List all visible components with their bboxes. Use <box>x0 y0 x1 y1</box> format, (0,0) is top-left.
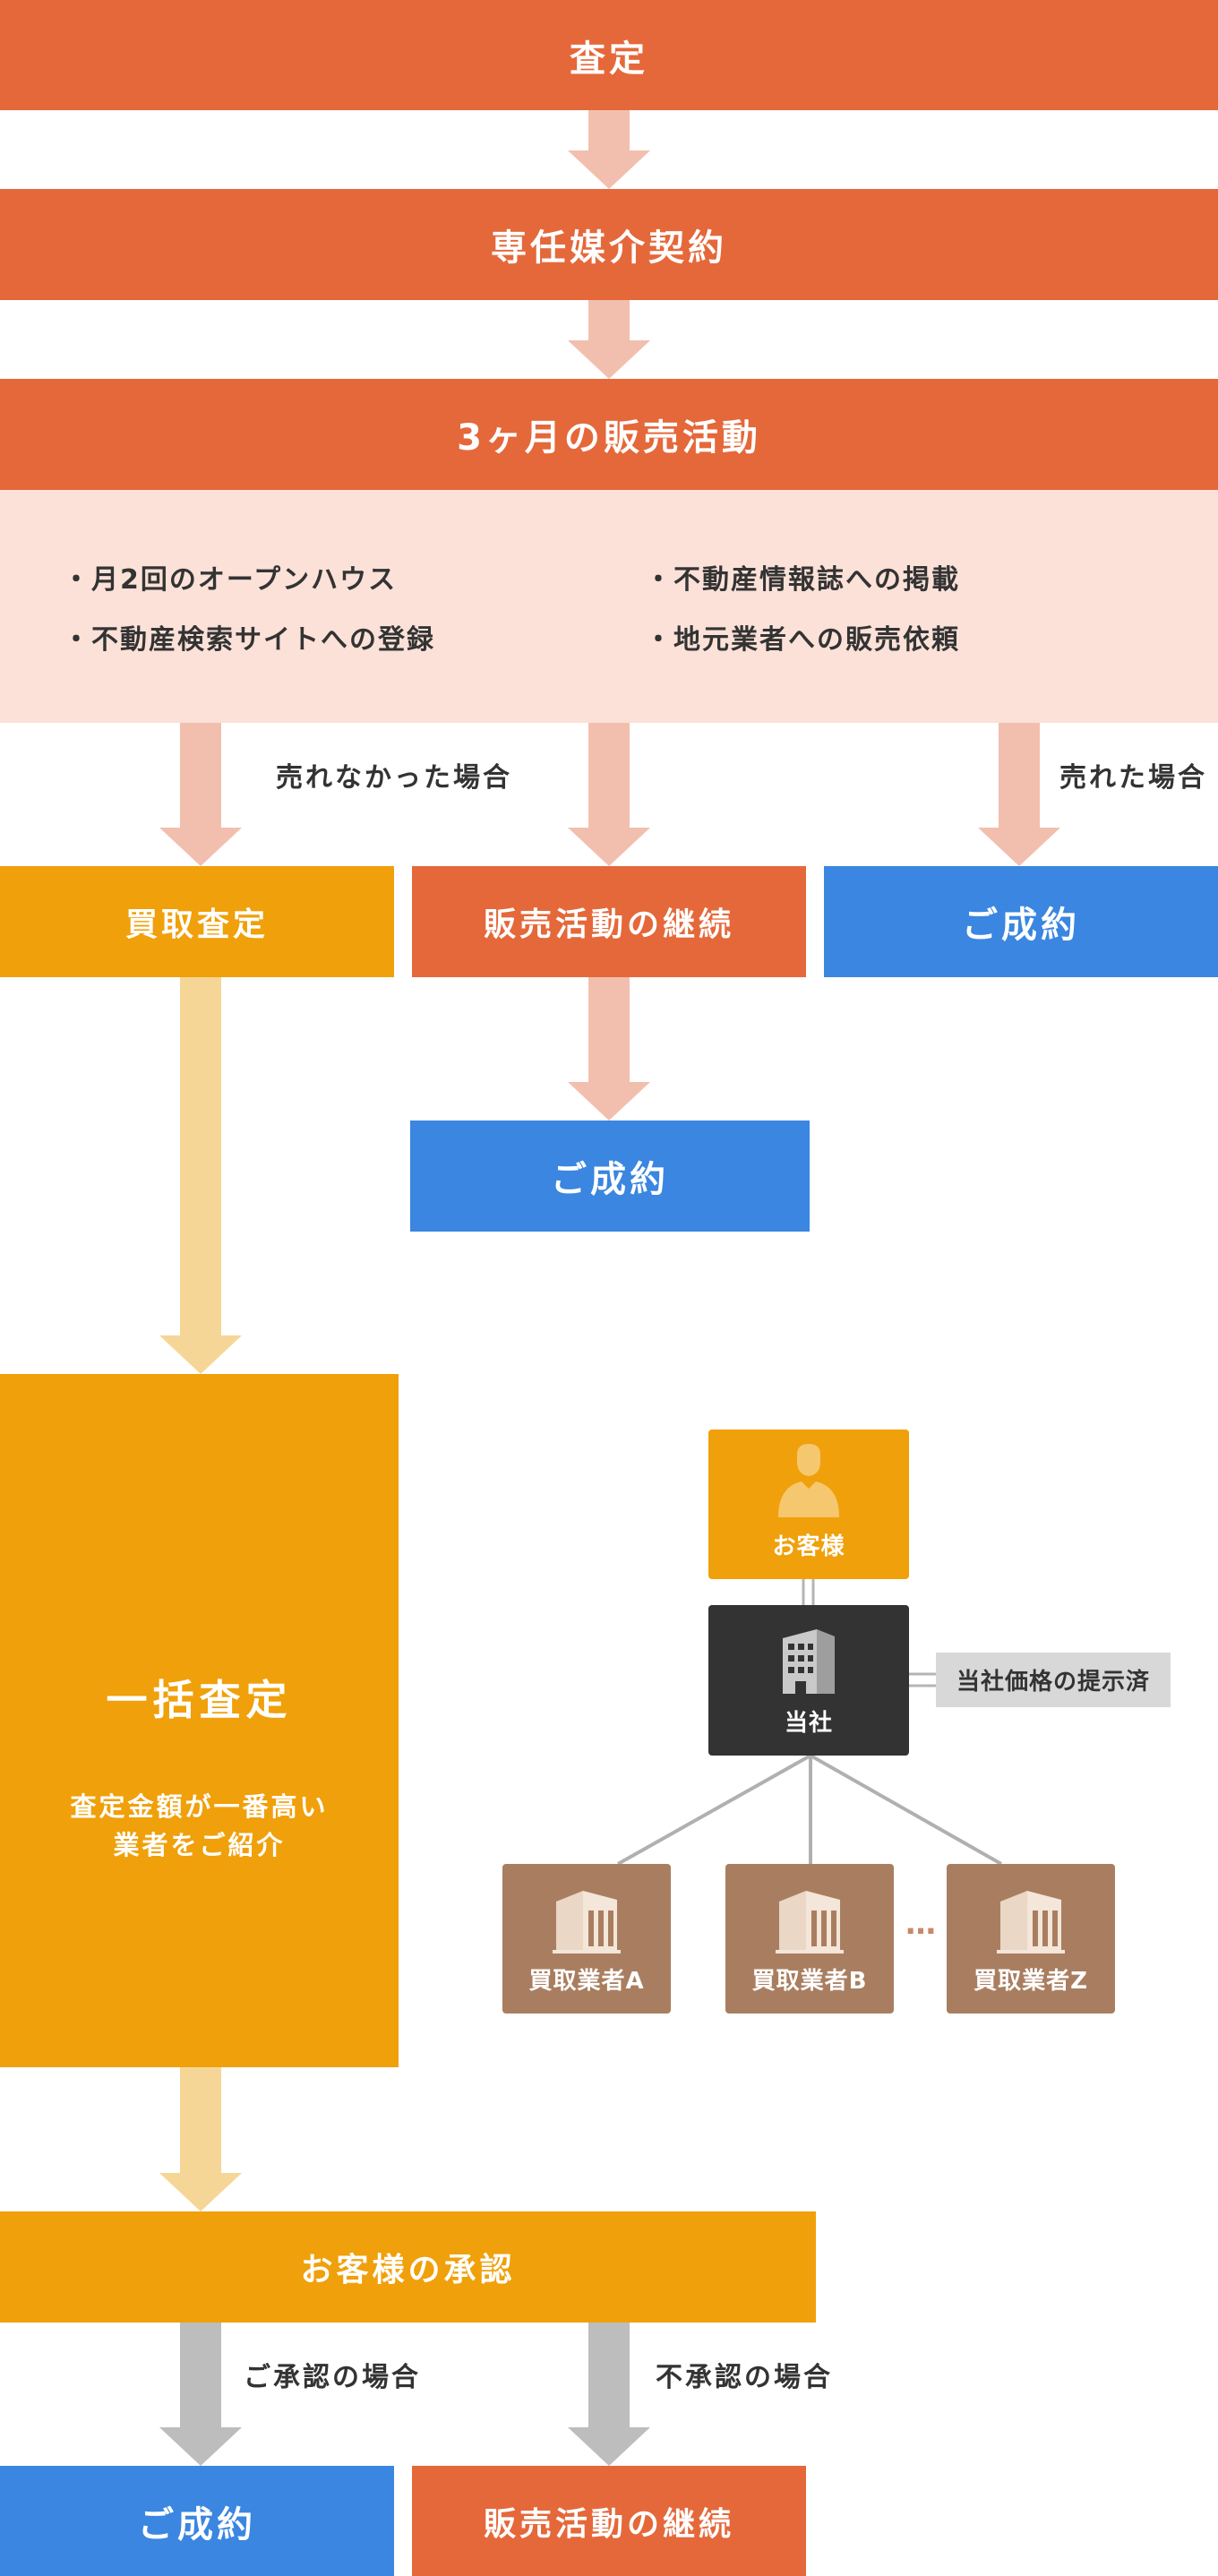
arrow-down-icon <box>568 723 650 866</box>
buyback-assessment-label: 買取査定 <box>124 906 269 943</box>
bulk-assessment-box: 一括査定 査定金額が一番高い 業者をご紹介 <box>0 1374 399 2067</box>
office-building-icon <box>783 1629 835 1694</box>
condition-not-sold: 売れなかった場合 <box>276 762 512 794</box>
final-contract-label: ご成約 <box>138 2503 256 2546</box>
arrow-down-icon <box>568 2323 650 2466</box>
customer-node: お客様 <box>708 1430 909 1579</box>
condition-sold: 売れた場合 <box>1059 762 1207 794</box>
warehouse-building-icon <box>997 1891 1065 1953</box>
company-node: 当社 <box>708 1605 909 1756</box>
ellipsis-dots: … <box>905 1906 936 1942</box>
continue-sales-label: 販売活動の継続 <box>483 906 734 943</box>
arrow-down-icon <box>568 300 650 379</box>
price-note-label: 当社価格の提示済 <box>956 1669 1150 1696</box>
step-assessment: 査定 <box>0 0 1218 110</box>
price-note: 当社価格の提示済 <box>936 1653 1171 1707</box>
contract-box: ご成約 <box>824 866 1218 977</box>
person-icon <box>778 1444 839 1517</box>
final-continue-sales-box: 販売活動の継続 <box>412 2466 806 2576</box>
condition-approved: ご承認の場合 <box>244 2362 421 2393</box>
customer-approval-box: お客様の承認 <box>0 2211 816 2323</box>
warehouse-building-icon <box>553 1891 621 1953</box>
final-continue-sales-label: 販売活動の継続 <box>483 2505 734 2543</box>
buyback-assessment-box: 買取査定 <box>0 866 394 977</box>
arrow-down-icon <box>978 723 1060 866</box>
bulk-assessment-title: 一括査定 <box>106 1676 293 1724</box>
vendor-label: 買取業者A <box>528 1968 645 1995</box>
arrow-down-icon <box>568 110 650 189</box>
customer-label: お客様 <box>772 1533 845 1560</box>
contract-label: ご成約 <box>962 905 1080 946</box>
step-three-month-sales: 3ヶ月の販売活動 <box>0 379 1218 490</box>
sales-activities-panel: ・月2回のオープンハウス ・不動産情報誌への掲載 ・不動産検索サイトへの登録 ・… <box>0 490 1218 723</box>
vendor-node: 買取業者B <box>725 1864 894 2014</box>
company-label: 当社 <box>784 1710 833 1737</box>
activity-item: ・不動産検索サイトへの登録 <box>63 624 435 656</box>
customer-approval-label: お客様の承認 <box>300 2252 516 2288</box>
bulk-assessment-desc-line1: 査定金額が一番高い <box>70 1791 329 1822</box>
contract-after-continue-box: ご成約 <box>410 1121 810 1232</box>
arrow-down-icon <box>159 2323 242 2466</box>
vendor-label: 買取業者Z <box>974 1968 1088 1995</box>
continue-sales-box: 販売活動の継続 <box>412 866 806 977</box>
arrow-down-icon <box>159 977 242 1374</box>
vendor-node: 買取業者A <box>502 1864 671 2014</box>
vendor-node: 買取業者Z <box>947 1864 1115 2014</box>
arrow-down-icon <box>159 723 242 866</box>
warehouse-building-icon <box>776 1891 844 1953</box>
step-exclusive-contract: 専任媒介契約 <box>0 189 1218 300</box>
contract-label: ご成約 <box>551 1159 669 1200</box>
condition-not-approved: 不承認の場合 <box>656 2362 833 2393</box>
activity-item: ・不動産情報誌への掲載 <box>645 564 960 596</box>
bulk-assessment-desc-line2: 業者をご紹介 <box>113 1830 286 1860</box>
activity-item: ・月2回のオープンハウス <box>63 564 398 596</box>
activity-item: ・地元業者への販売依頼 <box>645 624 960 656</box>
step-exclusive-contract-label: 専任媒介契約 <box>491 228 727 269</box>
step-assessment-label: 査定 <box>570 38 648 80</box>
step-three-month-sales-label: 3ヶ月の販売活動 <box>457 417 761 459</box>
arrow-down-icon <box>568 977 650 1121</box>
arrow-down-icon <box>159 2067 242 2211</box>
vendor-label: 買取業者B <box>751 1968 868 1995</box>
final-contract-box: ご成約 <box>0 2466 394 2576</box>
